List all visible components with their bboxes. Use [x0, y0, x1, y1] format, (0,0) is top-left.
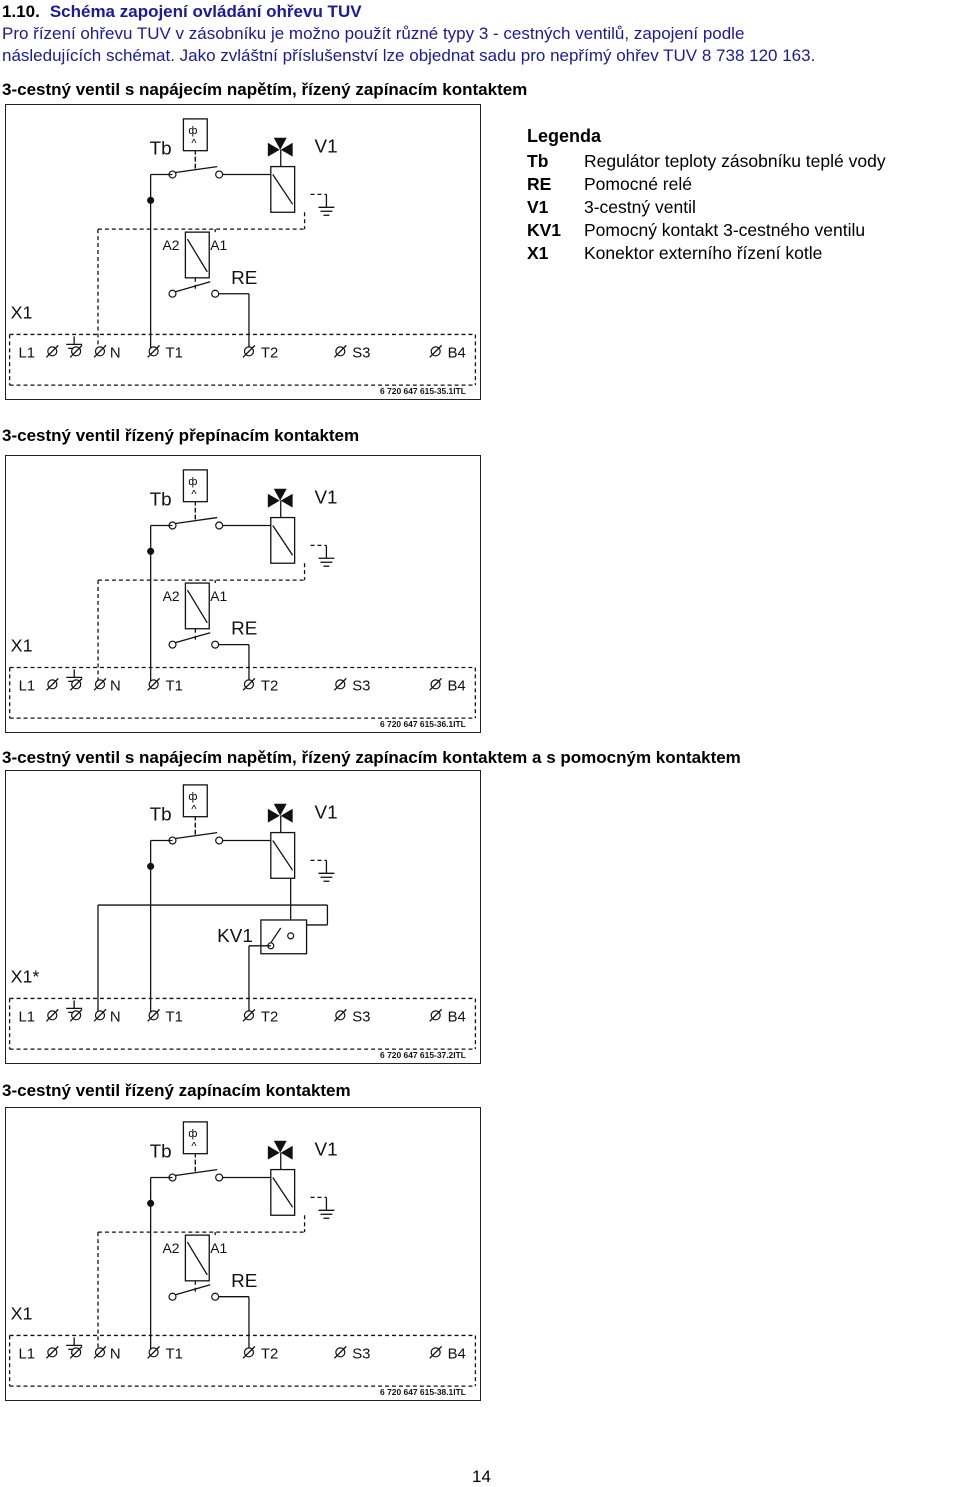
terminal-b4: B4 [448, 1346, 466, 1362]
label-re: RE [231, 267, 257, 288]
label-v1: V1 [315, 136, 338, 157]
page-number: 14 [472, 1467, 491, 1486]
svg-text:^: ^ [191, 1141, 197, 1153]
legend-key: RE [527, 174, 552, 194]
label-a1: A1 [210, 588, 227, 604]
three-way-valve-v1-symbol [267, 1140, 296, 1216]
label-a2: A2 [163, 588, 180, 604]
terminal-t1: T1 [166, 345, 183, 361]
legend: Legenda Tb Regulátor teploty zásobníku te… [527, 125, 886, 265]
thermostat-tb-symbol: ф^ [182, 784, 208, 837]
label-tb: Tb [150, 804, 172, 825]
label-re: RE [231, 618, 257, 639]
thermostat-tb-symbol: ф^ [182, 469, 208, 522]
three-way-valve-v1-symbol [267, 488, 296, 564]
svg-text:ф: ф [188, 125, 197, 137]
label-a1: A1 [210, 237, 227, 253]
label-a2: A2 [163, 1240, 180, 1256]
label-v1: V1 [314, 487, 337, 508]
terminal-b4: B4 [448, 1009, 466, 1025]
terminal-s3: S3 [352, 1346, 370, 1362]
legend-key: Tb [527, 151, 549, 171]
legend-key: X1 [527, 243, 549, 263]
diagram-4-title: 3-cestný ventil řízený zapínacím kontakt… [2, 1081, 351, 1100]
svg-text:^: ^ [191, 804, 197, 816]
legend-text: Pomocné relé [584, 174, 692, 194]
label-v1: V1 [315, 802, 338, 823]
legend-text: 3-cestný ventil [584, 197, 696, 217]
thermostat-tb-symbol: ф^ [182, 1121, 208, 1174]
svg-text:^: ^ [191, 138, 197, 150]
label-v1: V1 [315, 1139, 338, 1160]
terminal-s3: S3 [352, 678, 370, 694]
intro-line-1: Pro řízení ohřevu TUV v zásobníku je mož… [2, 24, 745, 43]
terminal-t2: T2 [261, 345, 278, 361]
legend-key: KV1 [527, 220, 562, 240]
section-heading: 1.10. Schéma zapojení ovládání ohřevu TUV [2, 2, 362, 22]
label-x1: X1* [11, 967, 40, 987]
thermostat-tb-symbol: ф^ [182, 118, 208, 171]
terminal-n: N [110, 678, 121, 694]
terminal-b4: B4 [448, 345, 466, 361]
legend-item: KV1 Pomocný kontakt 3-cestného ventilu [527, 219, 886, 242]
svg-text:ф: ф [188, 476, 197, 488]
diagram-3-title: 3-cestný ventil s napájecím napětím, říz… [2, 748, 741, 767]
terminal-l1: L1 [19, 1346, 36, 1362]
legend-item: Tb Regulátor teploty zásobníku teplé vody [527, 150, 886, 173]
terminal-n: N [110, 1346, 121, 1362]
legend-item: V1 3-cestný ventil [527, 196, 886, 219]
label-x1: X1 [11, 636, 33, 656]
label-tb: Tb [150, 138, 172, 159]
section-title: Schéma zapojení ovládání ohřevu TUV [49, 2, 362, 21]
figure-code: 6 720 647 615-36.1ITL [380, 719, 466, 729]
terminal-l1: L1 [19, 1009, 36, 1025]
figure-code: 6 720 647 615-35.1ITL [380, 386, 466, 396]
terminal-n: N [110, 345, 121, 361]
legend-text: Regulátor teploty zásobníku teplé vody [584, 151, 886, 171]
terminal-s3: S3 [352, 345, 370, 361]
legend-item: RE Pomocné relé [527, 173, 886, 196]
terminal-s3: S3 [352, 1009, 370, 1025]
terminal-t1: T1 [166, 1346, 183, 1362]
figure-code: 6 720 647 615-38.1ITL [380, 1387, 466, 1397]
legend-key: V1 [527, 197, 549, 217]
three-way-valve-v1-symbol [267, 137, 296, 213]
legend-item: X1 Konektor externího řízení kotle [527, 242, 886, 265]
three-way-valve-v1-symbol [267, 803, 296, 879]
label-tb: Tb [150, 489, 172, 510]
label-x1: X1 [11, 1304, 33, 1324]
label-a2: A2 [163, 237, 180, 253]
label-kv1: KV1 [217, 925, 253, 946]
svg-text:ф: ф [188, 1128, 197, 1140]
svg-text:^: ^ [191, 489, 197, 501]
terminal-n: N [110, 1009, 121, 1025]
terminal-t2: T2 [261, 1346, 278, 1362]
legend-text: Konektor externího řízení kotle [584, 243, 823, 263]
diagram-2-title: 3-cestný ventil řízený přepínacím kontak… [2, 426, 360, 445]
label-tb: Tb [150, 1141, 172, 1162]
label-re: RE [231, 1270, 257, 1291]
terminal-t1: T1 [166, 678, 183, 694]
svg-text:ф: ф [188, 791, 197, 803]
terminal-l1: L1 [19, 345, 36, 361]
label-a1: A1 [210, 1240, 227, 1256]
intro-line-2: následujících schémat. Jako zvláštní pří… [2, 46, 816, 65]
terminal-l1: L1 [19, 678, 36, 694]
terminal-t2: T2 [261, 678, 278, 694]
figure-code: 6 720 647 615-37.2ITL [380, 1050, 466, 1060]
legend-title: Legenda [527, 126, 602, 146]
terminal-b4: B4 [448, 678, 466, 694]
auxiliary-contact-kv1 [260, 919, 308, 955]
section-number: 1.10. [2, 2, 40, 21]
legend-text: Pomocný kontakt 3-cestného ventilu [584, 220, 866, 240]
terminal-t1: T1 [166, 1009, 183, 1025]
label-x1: X1 [11, 303, 33, 323]
diagram-1-title: 3-cestný ventil s napájecím napětím, říz… [2, 80, 528, 99]
terminal-t2: T2 [261, 1009, 278, 1025]
